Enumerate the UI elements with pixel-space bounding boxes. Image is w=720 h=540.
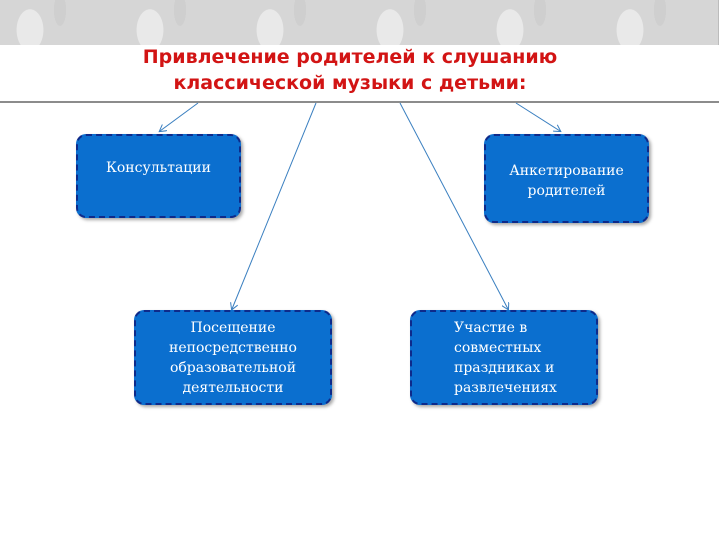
arrow-to-participation	[399, 102, 508, 309]
node-survey-line-1: Анкетирование	[509, 163, 624, 179]
node-participation-line-1: Участие в	[454, 320, 528, 336]
diagram-title: Привлечение родителей к слушанию классич…	[0, 44, 700, 96]
title-line-2: классической музыки с детьми:	[173, 72, 527, 94]
arrow-to-consultations	[160, 102, 199, 131]
node-consultations-line-1: Консультации	[106, 160, 211, 176]
node-participation-line-2: совместных	[454, 340, 542, 356]
arrow-to-survey	[515, 102, 560, 131]
node-survey: Анкетирование родителей	[484, 134, 649, 223]
node-attendance-line-1: Посещение	[190, 320, 276, 336]
node-attendance: Посещение непосредственно образовательно…	[134, 310, 332, 405]
arrow-to-attendance	[232, 102, 317, 309]
node-survey-line-2: родителей	[527, 183, 606, 199]
node-participation-line-3: праздниках и	[454, 360, 555, 376]
title-panel	[0, 45, 719, 103]
node-participation: Участие в совместных праздниках и развле…	[410, 310, 598, 405]
node-consultations: Консультации	[76, 134, 241, 218]
node-participation-line-4: развлечениях	[454, 380, 557, 396]
node-attendance-line-3: образовательной	[169, 360, 297, 376]
title-line-1: Привлечение родителей к слушанию	[142, 46, 558, 68]
node-attendance-line-2: непосредственно	[169, 340, 297, 356]
node-attendance-line-4: деятельности	[182, 380, 284, 396]
